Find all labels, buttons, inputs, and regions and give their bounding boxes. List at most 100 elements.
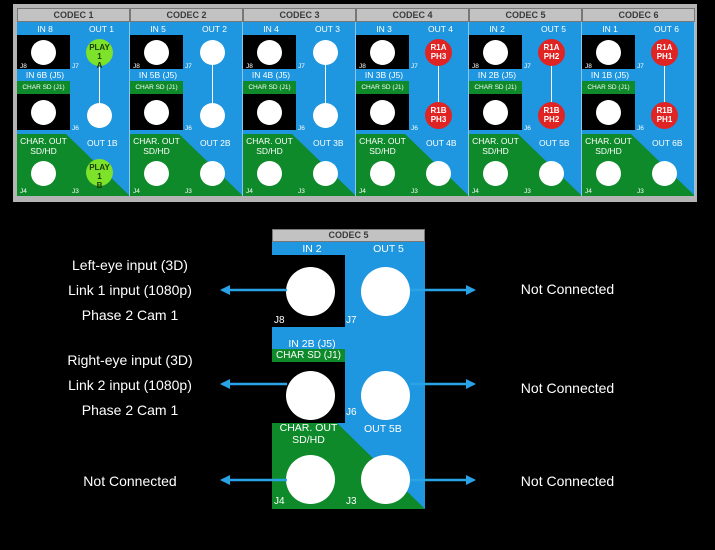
jack-j5[interactable] [257,100,282,125]
codec-title: CODEC 2 [130,8,243,22]
out-b-label: OUT 4B [426,138,457,148]
j4-label: J4 [20,188,27,195]
codec-module: CODEC 5 IN 2 OUT 5 J8 J7 IN 2B (J5) [469,8,582,196]
in-label: IN 5 [150,24,166,34]
out-b-label: OUT 5B [539,138,570,148]
codec-module: CODEC 1 IN 8 OUT 1 J8 J7 IN 6B (J5) [17,8,130,196]
out-link-line [99,65,100,103]
detail-j7-label: J7 [346,315,357,326]
char-out-label: CHAR. OUT SD/HD [20,136,67,156]
in-label: IN 1 [602,24,618,34]
jack-j8[interactable] [596,40,621,65]
jack-j8[interactable] [370,40,395,65]
jack-j5[interactable] [596,100,621,125]
detail-j8-label: J8 [274,315,285,326]
jack-j8[interactable] [144,40,169,65]
j3-label: J3 [298,188,305,195]
codec-body: IN 3 OUT 4 J8 J7 IN 3B (J5) CHAR SD (J1)… [356,22,469,196]
char-sd-band [130,81,183,94]
j7-label: J7 [185,63,192,70]
codec-module: CODEC 2 IN 5 OUT 2 J8 J7 IN 5B (J5) [130,8,243,196]
codec-title: CODEC 4 [356,8,469,22]
char-out-label: CHAR. OUT SD/HD [359,136,406,156]
out-b-label: OUT 2B [200,138,231,148]
annotation-left-mid-1: Right-eye input (3D) [67,352,193,368]
in-label: IN 8 [37,24,53,34]
j6-label: J6 [298,125,305,132]
detail-in-label: IN 2 [302,243,322,255]
j7-label: J7 [298,63,305,70]
j7-label: J7 [524,63,531,70]
codec-module: CODEC 6 IN 1 OUT 6 J8 J7 IN 1B (J5) [582,8,695,196]
out-label: OUT 4 [428,24,453,34]
j4-label: J4 [472,188,479,195]
detail-jack-j4[interactable] [286,455,335,504]
annotation-right-mid: Not Connected [520,380,615,396]
jack-j4[interactable] [144,161,169,186]
out-label: OUT 3 [315,24,340,34]
jack-j4[interactable] [596,161,621,186]
jack-j5[interactable] [483,100,508,125]
j3-label: J3 [637,188,644,195]
jack-j3[interactable] [539,161,564,186]
j4-label: J4 [133,188,140,195]
char-sd-label: CHAR SD (J1) [587,84,630,91]
out-label: OUT 1 [89,24,114,34]
jack-j3[interactable] [200,161,225,186]
jack-j4[interactable] [257,161,282,186]
char-out-label: CHAR. OUT SD/HD [246,136,293,156]
jack-j6-out[interactable] [313,103,338,128]
detail-jack-j7[interactable] [361,267,410,316]
j7-label: J7 [72,63,79,70]
detail-body: IN 2 OUT 5 J8 J7 IN 2B (J5) CHAR SD (J1)… [272,242,425,509]
detail-out-b-label: OUT 5B [364,423,402,435]
j8-label: J8 [246,63,253,70]
char-sd-band [356,81,409,94]
j6-label: J6 [185,125,192,132]
jack-j3[interactable] [313,161,338,186]
jack-j8[interactable] [483,40,508,65]
out-b-label: OUT 6B [652,138,683,148]
annotation-right-top: Not Connected [520,281,615,297]
j3-label: J3 [185,188,192,195]
annotation-left-top-1: Left-eye input (3D) [72,257,188,273]
jack-j7[interactable] [313,40,338,65]
in-b-label: IN 2B (J5) [477,70,517,80]
jack-j5[interactable] [144,100,169,125]
annotation-left-bot: Not Connected [83,473,177,489]
j8-label: J8 [472,63,479,70]
j7-label: J7 [411,63,418,70]
codec-body: IN 4 OUT 3 J8 J7 IN 4B (J5) CHAR SD (J1)… [243,22,356,196]
jack-j7[interactable] [200,40,225,65]
jack-j5[interactable] [31,100,56,125]
out-link-line [551,65,552,103]
in-label: IN 4 [263,24,279,34]
detail-in-b-label: IN 2B (J5) [288,338,336,350]
jack-j3[interactable] [652,161,677,186]
detail-jack-j5[interactable] [286,371,335,420]
jack-j6-out[interactable] [200,103,225,128]
j3-label: J3 [72,188,79,195]
detail-jack-j3[interactable] [361,455,410,504]
out-b-label: OUT 3B [313,138,344,148]
detail-char-sd-band [272,349,345,362]
jack-j4[interactable] [483,161,508,186]
jack-j3[interactable] [426,161,451,186]
jack-j8[interactable] [31,40,56,65]
codec-module: CODEC 3 IN 4 OUT 3 J8 J7 IN 4B (J5) [243,8,356,196]
codec-panel: CODEC 1 IN 8 OUT 1 J8 J7 IN 6B (J5) [13,4,697,202]
jack-j4[interactable] [370,161,395,186]
char-sd-band [17,81,70,94]
jack-j5[interactable] [370,100,395,125]
detail-jack-j6-out[interactable] [361,371,410,420]
detail-jack-j8[interactable] [286,267,335,316]
jack-j4[interactable] [31,161,56,186]
jack-j6-out[interactable] [87,103,112,128]
codec-body: IN 8 OUT 1 J8 J7 IN 6B (J5) CHAR SD (J1)… [17,22,130,196]
jack-j8[interactable] [257,40,282,65]
